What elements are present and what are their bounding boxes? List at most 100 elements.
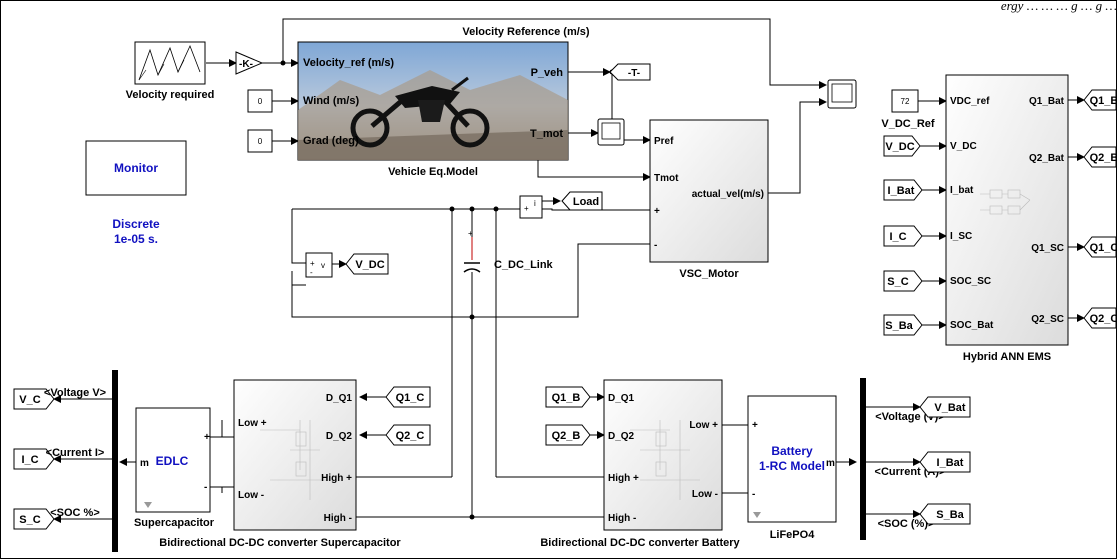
goto-tag-q2c[interactable]: Q2_C [1084,308,1117,328]
goto-tag-T[interactable]: -T- [610,64,650,80]
vsc-motor-block[interactable]: Pref Tmot actual_vel(m/s) + - [650,120,768,262]
vehicle-in-grad: Grad (deg) [303,135,359,147]
vehicle-model-title: Vehicle Eq.Model [388,166,478,178]
goto-tag-vbat[interactable]: V_Bat [920,397,970,417]
from-tag-q2c[interactable]: Q2_C [386,425,430,445]
conv-sc-title: Bidirectional DC-DC converter Supercapac… [159,537,401,549]
goto-tag-ic-out-label: I_C [21,454,38,466]
from-tag-q1b-label: Q1_B [552,392,581,404]
supercap-plus: + [204,432,210,443]
goto-tag-q1b-label: Q1_B [1090,95,1117,107]
voltmeter-v: v [321,261,325,270]
ammeter-plus: + [524,204,529,213]
supercap-name: Supercapacitor [134,517,215,529]
hybrid-ann-ems-block[interactable]: VDC_ref V_DC I_bat I_SC SOC_SC SOC_Bat Q… [946,75,1068,345]
goto-tag-ibat-out[interactable]: I_Bat [920,452,970,472]
wind-constant-value: 0 [258,97,263,106]
conv-sc-dq1: D_Q1 [326,393,353,404]
velocity-scope[interactable] [828,80,856,108]
vehicle-model-block[interactable]: Velocity_ref (m/s) Wind (m/s) Grad (deg)… [298,42,568,160]
ems-in-isc: I_SC [950,231,972,242]
goto-tag-sba-out[interactable]: S_Ba [920,504,970,524]
goto-tag-sc-out[interactable]: S_C [14,509,54,529]
conv-sc-low-plus: Low + [238,418,267,429]
vsc-minus: - [654,240,657,251]
from-tag-q2b[interactable]: Q2_B [546,425,590,445]
from-tag-sba[interactable]: S_Ba [884,315,922,335]
from-tag-q1b[interactable]: Q1_B [546,387,590,407]
vsc-plus: + [654,206,660,217]
vehicle-out-pveh: P_veh [531,67,564,79]
from-tag-ibat-label: I_Bat [888,185,915,197]
supercap-voltage-signal: <Voltage V> [44,387,106,399]
ems-out-q2sc: Q2_SC [1031,314,1064,325]
from-tag-q1c[interactable]: Q1_C [386,387,430,407]
from-tag-ibat[interactable]: I_Bat [884,180,922,200]
ems-out-q1sc: Q1_SC [1031,243,1064,254]
from-tag-sba-label: S_Ba [885,320,913,332]
signal-builder-block[interactable] [135,42,205,84]
vsc-motor-title: VSC_Motor [679,268,739,280]
ems-out-q2bat: Q2_Bat [1029,153,1065,164]
goto-tag-vc-label: V_C [19,394,40,406]
from-tag-vdc[interactable]: V_DC [884,136,920,156]
vehicle-out-tmot: T_mot [530,128,563,140]
converter-supercap-block[interactable]: Low + Low - D_Q1 D_Q2 High + High - [234,380,356,530]
goto-tag-load[interactable]: Load [562,192,602,210]
battery-line1: Battery [771,444,813,458]
goto-tag-vdc[interactable]: V_DC [346,254,388,274]
from-tag-sc[interactable]: S_C [884,271,922,291]
dc-link-capacitor[interactable]: + [464,229,480,290]
monitor-block[interactable]: Monitor [86,141,186,195]
goto-tag-q1b[interactable]: Q1_B [1084,90,1117,110]
converter-battery-block[interactable]: D_Q1 D_Q2 High + High - Low + Low - [604,380,722,530]
gain-block[interactable]: -K- [236,52,262,74]
current-measurement-block[interactable]: + i [520,196,542,218]
battery-block[interactable]: Battery 1-RC Model m + - [748,396,836,522]
from-tag-vdc-label: V_DC [885,141,914,153]
from-tag-ic-label: I_C [889,231,906,243]
supercap-current-signal: <Current I> [46,447,105,459]
vdc-ref-label: V_DC_Ref [881,118,935,130]
battery-line2: 1-RC Model [759,459,825,473]
velocity-required-label: Velocity required [126,89,215,101]
vdc-ref-constant[interactable]: 72 [892,90,918,112]
ems-in-ibat: I_bat [950,185,974,196]
goto-tag-q1c[interactable]: Q1_C [1084,237,1117,257]
battery-bus-selector[interactable] [860,378,866,540]
grad-constant-block[interactable]: 0 [248,130,272,152]
top-clipped-caption: ergy … … … g … g … [1001,0,1117,13]
supercap-bus-selector[interactable] [112,370,118,552]
voltage-measurement-block[interactable]: + - v [306,253,332,277]
conv-bat-low-plus: Low + [689,420,718,431]
conv-sc-high-minus: High - [324,513,352,524]
vsc-in-tmot: Tmot [654,173,679,184]
goto-tag-q2b-label: Q2_B [1090,152,1117,164]
velocity-reference-label: Velocity Reference (m/s) [462,26,590,38]
supercap-soc-signal: <SOC %> [50,507,100,519]
powergui-block[interactable]: Discrete 1e-05 s. [112,217,160,246]
goto-tag-q2c-label: Q2_C [1090,313,1117,325]
vdc-ref-value: 72 [901,97,910,106]
goto-tag-sba-out-label: S_Ba [936,509,964,521]
gain-value: -K- [239,59,253,70]
battery-plus: + [752,420,758,431]
goto-tag-ibat-out-label: I_Bat [937,457,964,469]
vehicle-in-velocity: Velocity_ref (m/s) [303,57,394,69]
powergui-line1: Discrete [112,217,160,231]
goto-tag-q1c-label: Q1_C [1090,242,1117,254]
goto-tag-q2b[interactable]: Q2_B [1084,147,1117,167]
from-tag-ic[interactable]: I_C [884,226,922,246]
battery-port-m: m [826,458,835,469]
from-tag-q2b-label: Q2_B [552,430,581,442]
conv-bat-low-minus: Low - [692,489,718,500]
grad-constant-value: 0 [258,137,263,146]
supercap-minus: - [204,482,207,493]
from-tag-q1c-label: Q1_C [396,392,425,404]
goto-tag-T-label: -T- [628,68,640,79]
supercapacitor-block[interactable]: EDLC m + - [136,408,210,512]
torque-scope[interactable] [598,119,624,145]
wind-constant-block[interactable]: 0 [248,90,272,112]
conv-sc-dq2: D_Q2 [326,431,353,442]
